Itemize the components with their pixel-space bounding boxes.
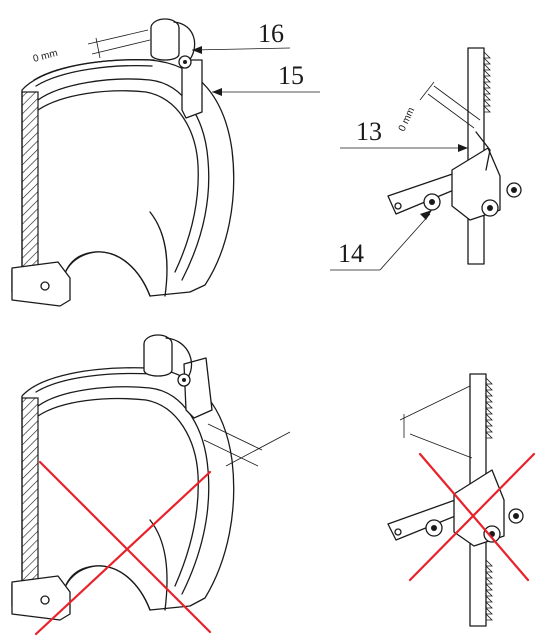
cross-mark-right: [418, 452, 530, 582]
callout-14: 14: [338, 239, 364, 268]
callout-15: 15: [278, 61, 304, 90]
gap-label-right: 0 mm: [397, 106, 418, 133]
guard-section-wall: [21, 91, 39, 271]
wheel-guard-incorrect: [11, 334, 291, 636]
blade-guide-correct: 0 mm 13 14: [330, 47, 522, 271]
blade-guide-incorrect: [387, 373, 536, 627]
cross-mark-left: [38, 460, 212, 634]
callout-13: 13: [356, 117, 382, 146]
wheel-guard-correct: 0 mm 16 15: [11, 18, 320, 307]
gap-label-left: 0 mm: [32, 48, 59, 65]
callout-16: 16: [258, 19, 284, 48]
